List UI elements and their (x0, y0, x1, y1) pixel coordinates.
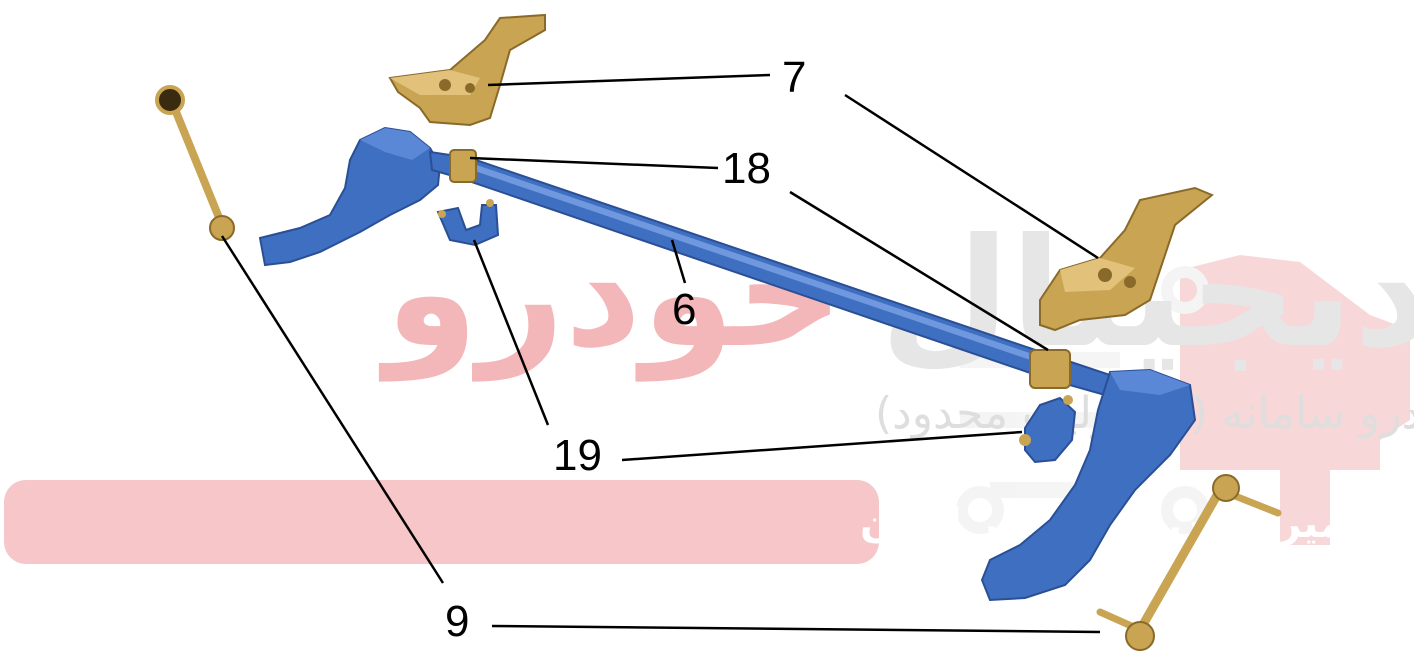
leader-6 (670, 239, 687, 284)
leader-9-left (220, 235, 445, 584)
right-drop-link (1096, 474, 1282, 651)
leader-7-left (487, 73, 771, 87)
right-suspension-arm (980, 368, 1197, 602)
leader-7-right (844, 93, 1099, 260)
left-clamp (436, 199, 500, 247)
leader-lines (220, 73, 1101, 634)
leader-18-left (469, 156, 719, 170)
leader-18-right (789, 190, 1049, 352)
callout-19: 19 (553, 431, 602, 480)
leader-9-right (491, 624, 1101, 634)
leader-19-left (472, 239, 550, 426)
leader-19-right (621, 430, 1023, 462)
right-clamp (1019, 395, 1077, 464)
left-mounting-bracket (388, 13, 546, 127)
right-mounting-bracket (1039, 186, 1214, 332)
left-bushing (449, 149, 477, 183)
callouts: 7 18 6 19 9 (445, 53, 806, 646)
callout-7: 7 (782, 53, 806, 102)
left-drop-link (155, 85, 235, 241)
callout-6: 6 (672, 285, 696, 334)
callout-18: 18 (722, 144, 771, 193)
callout-9: 9 (445, 597, 469, 646)
right-bushing (1029, 349, 1071, 389)
watermark-banner-text: اولین سامانه دیجیتال تعمیرکاران خودرو در… (860, 501, 1414, 547)
watermark-banner (4, 480, 879, 564)
